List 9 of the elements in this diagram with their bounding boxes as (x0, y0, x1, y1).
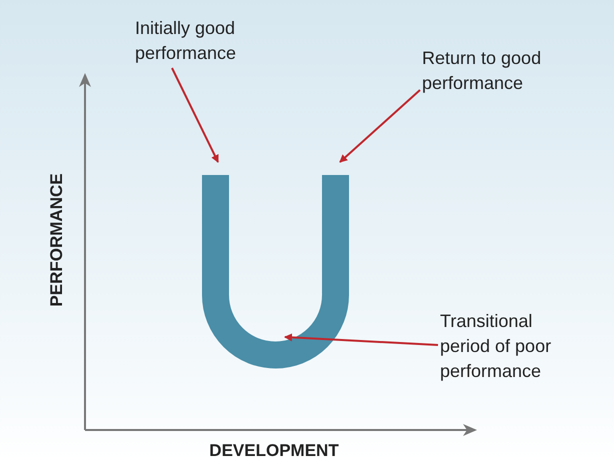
leader-arrow (339, 89, 421, 163)
axis-title: DEVELOPMENT (209, 441, 339, 461)
leader-arrow (171, 68, 219, 163)
callout-text: Return to good performance (422, 46, 592, 96)
callout-text: Transitional period of poor performance (440, 309, 580, 384)
axis-title: PERFORMANCE (47, 173, 67, 307)
u-curve-drawing (202, 175, 349, 368)
callout-text: Initially good performance (135, 16, 255, 66)
leader-arrow (284, 333, 438, 346)
